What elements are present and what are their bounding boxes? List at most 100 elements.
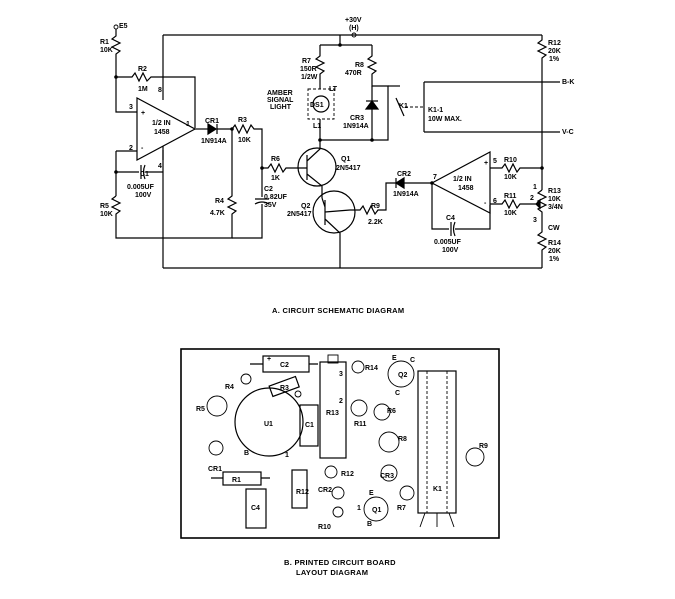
c2-label: C2 xyxy=(264,186,273,193)
r12-tol: 1% xyxy=(549,56,560,63)
svg-text:+: + xyxy=(267,356,271,363)
r2-label: R2 xyxy=(138,66,147,73)
pcb-caption-line1: B. PRINTED CIRCUIT BOARD xyxy=(284,558,396,567)
pcb-c4 xyxy=(245,488,267,529)
r5-label: R5 xyxy=(100,203,109,210)
pcb-q1 xyxy=(363,496,389,522)
c1-value: 0.005UF xyxy=(127,184,155,191)
svg-text:C1: C1 xyxy=(305,422,314,429)
cr1-label: CR1 xyxy=(205,118,219,125)
svg-text:2: 2 xyxy=(530,195,534,202)
r9-value: 2.2K xyxy=(368,219,383,226)
r8-value: 470R xyxy=(345,70,362,77)
svg-text:8: 8 xyxy=(158,87,162,94)
svg-text:1: 1 xyxy=(533,184,537,191)
cr2-label: CR2 xyxy=(397,171,411,178)
cr3-part: 1N914A xyxy=(343,123,369,130)
pcb-r7-label: R7 xyxy=(397,505,406,512)
cr3-label: CR3 xyxy=(350,115,364,122)
svg-text:4: 4 xyxy=(158,163,162,170)
r1-value: 10K xyxy=(100,47,113,54)
r13-cw: CW xyxy=(548,225,560,232)
svg-text:B: B xyxy=(367,521,372,528)
schematic-caption: A. CIRCUIT SCHEMATIC DIAGRAM xyxy=(272,306,404,315)
u1b-label: 1/2 IN xyxy=(453,176,472,183)
r14-tol: 1% xyxy=(549,256,560,263)
e5-terminal xyxy=(113,24,119,30)
l1-label: L1 xyxy=(313,123,321,130)
circuit-schematic: E5 R1 10K R2 1M 1/2 IN 1458 + - 8 3 2 1 … xyxy=(100,17,574,269)
ds1-label: DS1 xyxy=(310,102,324,109)
ds1-line3: LIGHT xyxy=(270,104,292,111)
svg-text:C4: C4 xyxy=(251,505,260,512)
r5-resistor xyxy=(110,195,163,239)
u1a-label: 1/2 IN xyxy=(152,120,171,127)
svg-text:-: - xyxy=(484,200,487,207)
svg-text:E: E xyxy=(392,355,397,362)
c1-label: C1 xyxy=(140,171,149,178)
svg-text:1: 1 xyxy=(285,452,289,459)
svg-text:K1: K1 xyxy=(433,486,442,493)
svg-text:+: + xyxy=(484,160,488,167)
r12-value: 20K xyxy=(548,48,561,55)
k1-label: K1 xyxy=(399,103,408,110)
pcb-r8-label: R8 xyxy=(398,436,407,443)
svg-text:Q1: Q1 xyxy=(372,507,381,514)
pcb-cr2-label: CR2 xyxy=(318,487,332,494)
r5-value: 10K xyxy=(100,211,113,218)
pcb-r14-label: R14 xyxy=(365,365,378,372)
svg-text:R12: R12 xyxy=(296,489,309,496)
pcb-r4-label: R4 xyxy=(225,384,234,391)
ds1-lamp-housing xyxy=(307,88,335,120)
q1-transistor xyxy=(297,147,337,187)
ds1-lamp xyxy=(312,95,330,113)
svg-text:R13: R13 xyxy=(326,410,339,417)
pcb-r11-label: R11 xyxy=(354,421,367,428)
r7-value: 150R xyxy=(300,66,317,73)
r3-value: 10K xyxy=(238,137,251,144)
pcb-r1 xyxy=(222,471,262,486)
terminal-v-label: V-C xyxy=(562,129,574,136)
pcb-cr1-label: CR1 xyxy=(208,466,222,473)
c2-voltage: 35V xyxy=(264,202,277,209)
q2-part: 2N5417 xyxy=(287,211,312,218)
k1-contact-label: K1-1 xyxy=(428,107,443,114)
r11-label: R11 xyxy=(504,193,517,200)
pcb-r10-label: R10 xyxy=(318,524,331,531)
c4-value: 0.005UF xyxy=(434,239,462,246)
pcb-board-outline xyxy=(180,348,500,539)
pcb-r5-label: R5 xyxy=(196,406,205,413)
svg-text:1: 1 xyxy=(357,505,361,512)
svg-text:+: + xyxy=(141,110,145,117)
k1-rating: 10W MAX. xyxy=(428,116,462,123)
c2-value: 0.82UF xyxy=(264,194,288,201)
c4-voltage: 100V xyxy=(442,247,459,254)
svg-text:3: 3 xyxy=(339,371,343,378)
supply-label: +30V xyxy=(345,17,362,24)
pcb-r6-label: R6 xyxy=(387,408,396,415)
supply-sub: (H) xyxy=(349,25,359,32)
svg-text:C: C xyxy=(395,390,400,397)
pcb-r2-label: R12 xyxy=(341,471,354,478)
r13-value: 10K xyxy=(548,196,561,203)
r1-resistor xyxy=(110,29,137,113)
r10-label: R10 xyxy=(504,157,517,164)
svg-text:U1: U1 xyxy=(264,421,273,428)
r1-label: R1 xyxy=(100,39,109,46)
svg-text:6: 6 xyxy=(493,198,497,205)
q1-part: 2N5417 xyxy=(336,165,361,172)
svg-text:R3: R3 xyxy=(280,385,289,392)
e5-label: E5 xyxy=(119,23,128,30)
r13-label: R13 xyxy=(548,188,561,195)
pcb-r3 xyxy=(268,375,300,398)
terminal-b-label: B-K xyxy=(562,79,574,86)
r13-power: 3/4N xyxy=(548,204,563,211)
r12-label: R12 xyxy=(548,40,561,47)
svg-text:C2: C2 xyxy=(280,362,289,369)
r6-label: R6 xyxy=(271,156,280,163)
r14-label: R14 xyxy=(548,240,561,247)
r4-label: R4 xyxy=(215,198,224,205)
svg-text:E: E xyxy=(369,490,374,497)
svg-text:7: 7 xyxy=(433,174,437,181)
pcb-c1 xyxy=(299,404,319,447)
